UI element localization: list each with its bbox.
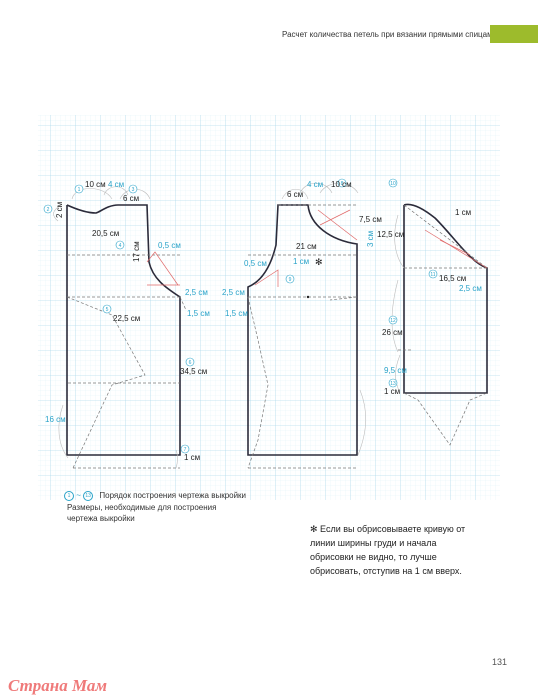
sleeve-length: 26 см [382,328,403,337]
front-shoulder: 6 см [287,190,303,199]
step-label: 6 [189,360,192,366]
step-label: 9 [289,277,292,283]
sleeve-hem: 1 см [384,387,400,396]
back-construction [66,254,187,469]
front-neck-width: 4 см [307,180,323,189]
front-top-width: 10 см [331,180,352,189]
legend-steps: 1 ~ 13 Порядок построения чертежа выкрой… [64,491,246,501]
step-label: 5 [106,307,109,313]
page-header-title: Расчет количества петель при вязании пря… [282,30,498,39]
step-label: 10 [390,181,396,187]
back-armhole-width: 20,5 см [92,229,119,238]
back-side-lower: 1,5 см [187,309,210,318]
front-left-ease: 0,5 см [244,259,267,268]
legend-steps-text: Порядок построения чертежа выкройки [99,491,247,501]
front-chest-width: 21 см [296,242,317,251]
step-markers [43,178,438,454]
legend-step-start: 1 [64,491,74,501]
step-marker-labels: 2 1 3 4 5 6 7 8 9 10 11 12 13 [47,181,436,453]
front-construction [247,204,358,469]
back-armhole-depth: 17 см [132,241,141,262]
back-red-lines [146,251,180,286]
sleeve-construction [398,204,488,446]
back-piece [66,204,181,456]
page-number: 131 [492,657,508,667]
step-label: 13 [390,381,396,387]
back-neck-depth: 2 см [55,202,64,218]
front-side-upper: 2,5 см [222,288,245,297]
back-hip-ease: 16 см [45,415,66,424]
center-dot [306,295,310,299]
step-label: 11 [430,272,435,278]
front-neck-drop: 3 см [366,231,375,247]
back-top-width: 10 см [85,180,106,189]
step-label: 1 [78,187,81,193]
step-label: 4 [119,243,122,249]
step-label: 8 [341,181,344,187]
front-center-shift: 1 см [293,257,309,266]
legend-tilde: ~ [76,491,81,501]
sleeve-cap-offset: 1 см [455,208,471,217]
back-neck-width: 4 см [108,180,124,189]
legend-sizes-line1: Размеры, необходимые для построения [67,503,217,512]
back-side-upper: 2,5 см [185,288,208,297]
center-asterisk: ✻ [315,258,323,268]
legend-sizes-line2: чертежа выкройки [67,514,135,523]
step-label: 3 [132,187,135,193]
back-armhole-ease: 0,5 см [158,241,181,250]
site-watermark: Страна Мам [8,676,108,695]
front-side-lower: 1,5 см [225,309,248,318]
sleeve-upper-width: 16,5 см [439,274,466,283]
grid-background [38,115,500,500]
back-side-length: 34,5 см [180,367,207,376]
front-neck-depth: 7,5 см [359,215,382,224]
back-shoulder: 6 см [123,194,139,203]
sleeve-red-lines [424,229,488,269]
front-red-lines [254,209,358,287]
back-outline [66,204,181,456]
construction-note: ✻ Если вы обрисовываете кривую от линии … [310,524,466,576]
step-label: 7 [184,447,187,453]
sleeve-cap-height: 12,5 см [377,230,404,239]
back-chest-half: 22,5 см [113,314,140,323]
header-accent-bar [490,25,538,43]
back-hem: 1 см [184,453,200,462]
sleeve-cuff: 9,5 см [384,366,407,375]
step-label: 2 [47,207,50,213]
step-label: 12 [390,318,396,324]
sleeve-upper-ease: 2,5 см [459,284,482,293]
legend-step-end: 13 [83,491,94,501]
